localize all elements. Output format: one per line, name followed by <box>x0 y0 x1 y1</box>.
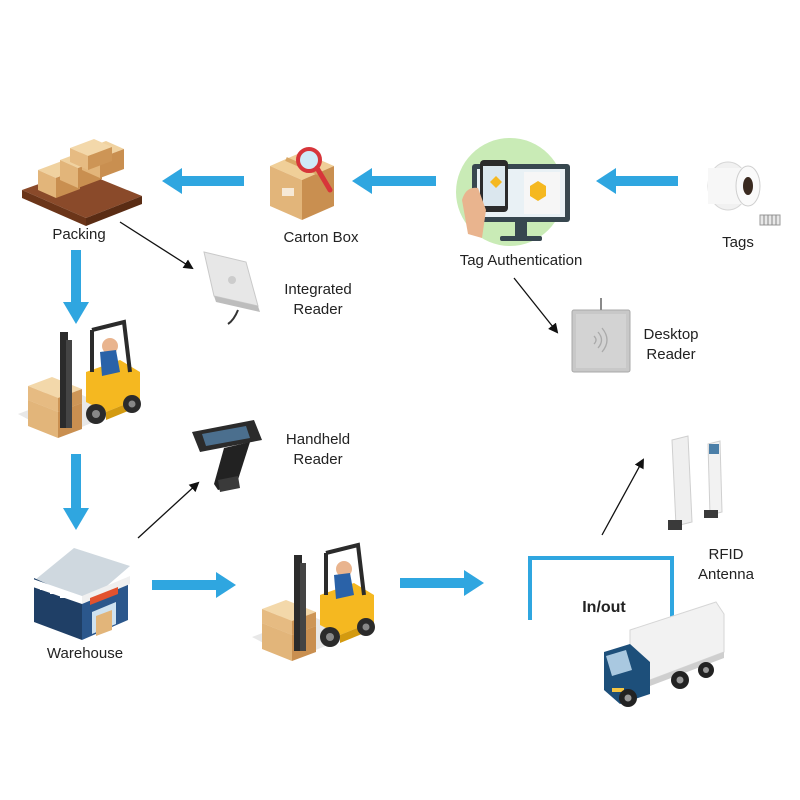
forklift-icon <box>18 319 141 438</box>
forklift-icon <box>252 542 375 661</box>
label-handheld-reader-line2: Reader <box>293 451 343 468</box>
label-rfid-antenna-line1: RFID <box>708 546 744 563</box>
pointer-arrow-packing-integrated <box>119 221 194 270</box>
integrated-reader-icon <box>203 251 260 325</box>
label-warehouse: Warehouse <box>46 645 124 662</box>
flow-arrow-forklift-to-gate <box>400 570 484 596</box>
label-handheld-reader-line1: Handheld <box>285 431 351 448</box>
flow-arrow-packing-to-forklift <box>63 250 89 324</box>
flow-arrow-forklift-to-warehouse <box>63 454 89 530</box>
pointer-arrow-warehouse-handheld <box>137 481 200 539</box>
label-packing: Packing <box>52 226 106 243</box>
label-handheld-reader: Handheld Reader <box>268 430 368 470</box>
label-integrated-reader-line2: Reader <box>293 301 343 318</box>
label-integrated-reader: Integrated Reader <box>268 280 368 320</box>
label-integrated-reader-line1: Integrated <box>284 281 352 298</box>
flow-arrow-carton-to-packing <box>162 168 244 194</box>
desktop-reader-icon <box>571 298 631 373</box>
label-carton-box: Carton Box <box>283 229 359 246</box>
flow-arrow-warehouse-to-forklift <box>152 572 236 598</box>
pallet-boxes-icon <box>22 139 142 226</box>
label-rfid-antenna: RFID Antenna <box>686 545 766 585</box>
tag-roll-icon <box>707 161 781 226</box>
label-tags: Tags <box>722 234 754 251</box>
truck-icon <box>604 601 725 707</box>
flow-arrow-auth-to-carton <box>352 168 436 194</box>
label-desktop-reader-line1: Desktop <box>643 326 699 343</box>
label-in-out: In/out <box>582 599 626 616</box>
flow-arrow-tags-to-auth <box>596 168 678 194</box>
pointer-arrow-gate-antenna <box>601 458 644 536</box>
tag-authentication-monitor-icon <box>456 138 570 246</box>
handheld-reader-icon <box>192 420 262 492</box>
carton-box-magnifier-icon <box>270 147 334 220</box>
gate-frame <box>528 556 674 620</box>
warehouse-icon <box>30 548 130 640</box>
label-rfid-antenna-line2: Antenna <box>698 566 754 583</box>
label-tag-authentication: Tag Authentication <box>459 252 583 269</box>
pointer-arrow-auth-desktop <box>513 277 559 334</box>
label-desktop-reader: Desktop Reader <box>626 325 716 365</box>
rfid-antenna-icon <box>668 435 723 530</box>
label-desktop-reader-line2: Reader <box>646 346 696 363</box>
